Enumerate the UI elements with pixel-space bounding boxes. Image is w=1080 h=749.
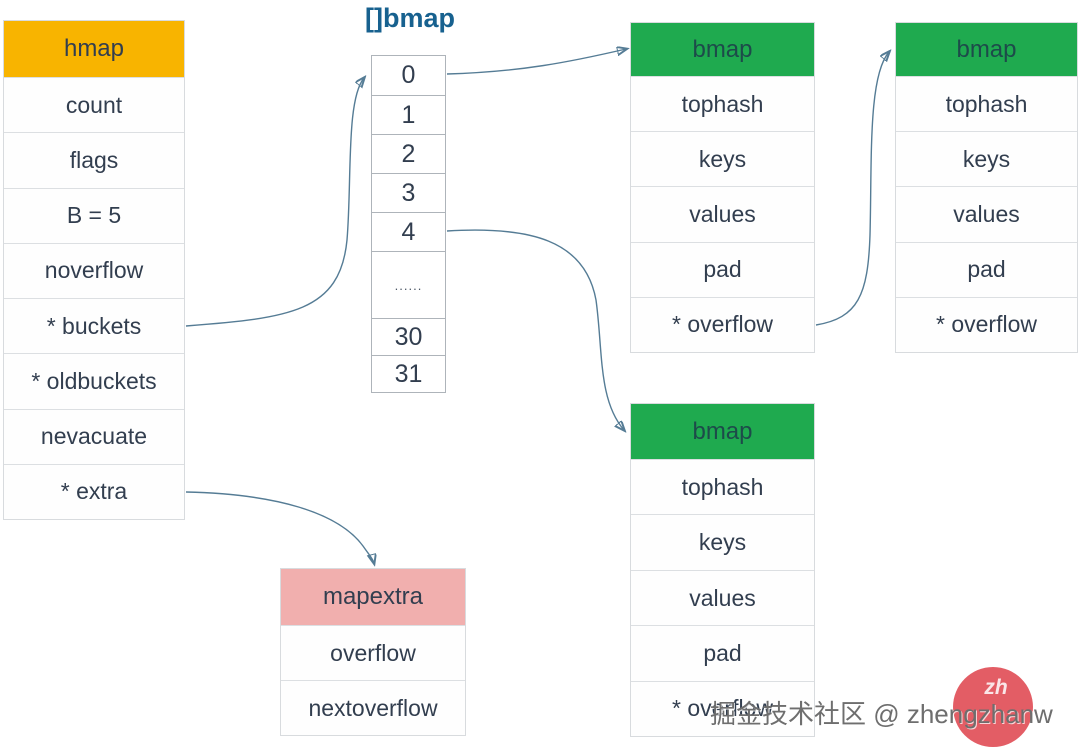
arrow-extra-to-mapextra-icon (185, 491, 374, 563)
table-row: pad (896, 241, 1077, 297)
table-row: noverflow (4, 242, 184, 298)
table-row: * overflow (631, 296, 814, 353)
arrow-array0-to-bmap-icon (446, 49, 626, 75)
table-row: * overflow (896, 296, 1077, 353)
bucket-array-cell: 4 (372, 212, 445, 251)
bucket-array-cell: 30 (372, 318, 445, 355)
table-row: values (631, 186, 814, 242)
table-row: keys (896, 131, 1077, 187)
bmap-table-top-header: bmap (631, 23, 814, 76)
table-row: nextoverflow (281, 680, 465, 735)
table-row: overflow (281, 625, 465, 680)
table-row: tophash (631, 76, 814, 132)
table-row: * overflow (631, 680, 814, 737)
bucket-array-cell: 1 (372, 95, 445, 134)
table-row: values (631, 569, 814, 626)
table-row: tophash (631, 459, 814, 515)
bucket-array-title: []bmap (365, 3, 455, 33)
watermark-text: 掘金技术社区 @ zhengzhanw (710, 699, 1053, 729)
table-row: keys (631, 514, 814, 570)
arrow-overflow-to-bmap-icon (815, 52, 889, 326)
table-row: nevacuate (4, 408, 184, 464)
table-row: pad (631, 241, 814, 297)
hmap-table-header: hmap (4, 21, 184, 77)
bucket-array-cell: ...... (372, 251, 445, 318)
table-row: values (896, 186, 1077, 242)
table-row: pad (631, 625, 814, 681)
bmap-table-bottom-header: bmap (631, 404, 814, 459)
table-row: * extra (4, 463, 184, 519)
table-row: B = 5 (4, 187, 184, 243)
bucket-array-cell: 31 (372, 355, 445, 392)
table-row: keys (631, 131, 814, 187)
table-row: count (4, 77, 184, 133)
mapextra-table-header: mapextra (281, 569, 465, 625)
arrow-array4-to-bmap-icon (446, 229, 624, 430)
watermark-badge: zh (984, 676, 1008, 699)
table-row: * buckets (4, 298, 184, 354)
bucket-array-cell: 2 (372, 134, 445, 173)
watermark-circle (953, 667, 1033, 747)
bucket-array-cell: 0 (401, 61, 416, 89)
arrow-buckets-to-array-icon (185, 78, 364, 327)
table-row: flags (4, 132, 184, 188)
table-row: * oldbuckets (4, 353, 184, 409)
bucket-array-cell: 3 (372, 173, 445, 212)
bmap-table-right-header: bmap (896, 23, 1077, 76)
table-row: tophash (896, 76, 1077, 132)
